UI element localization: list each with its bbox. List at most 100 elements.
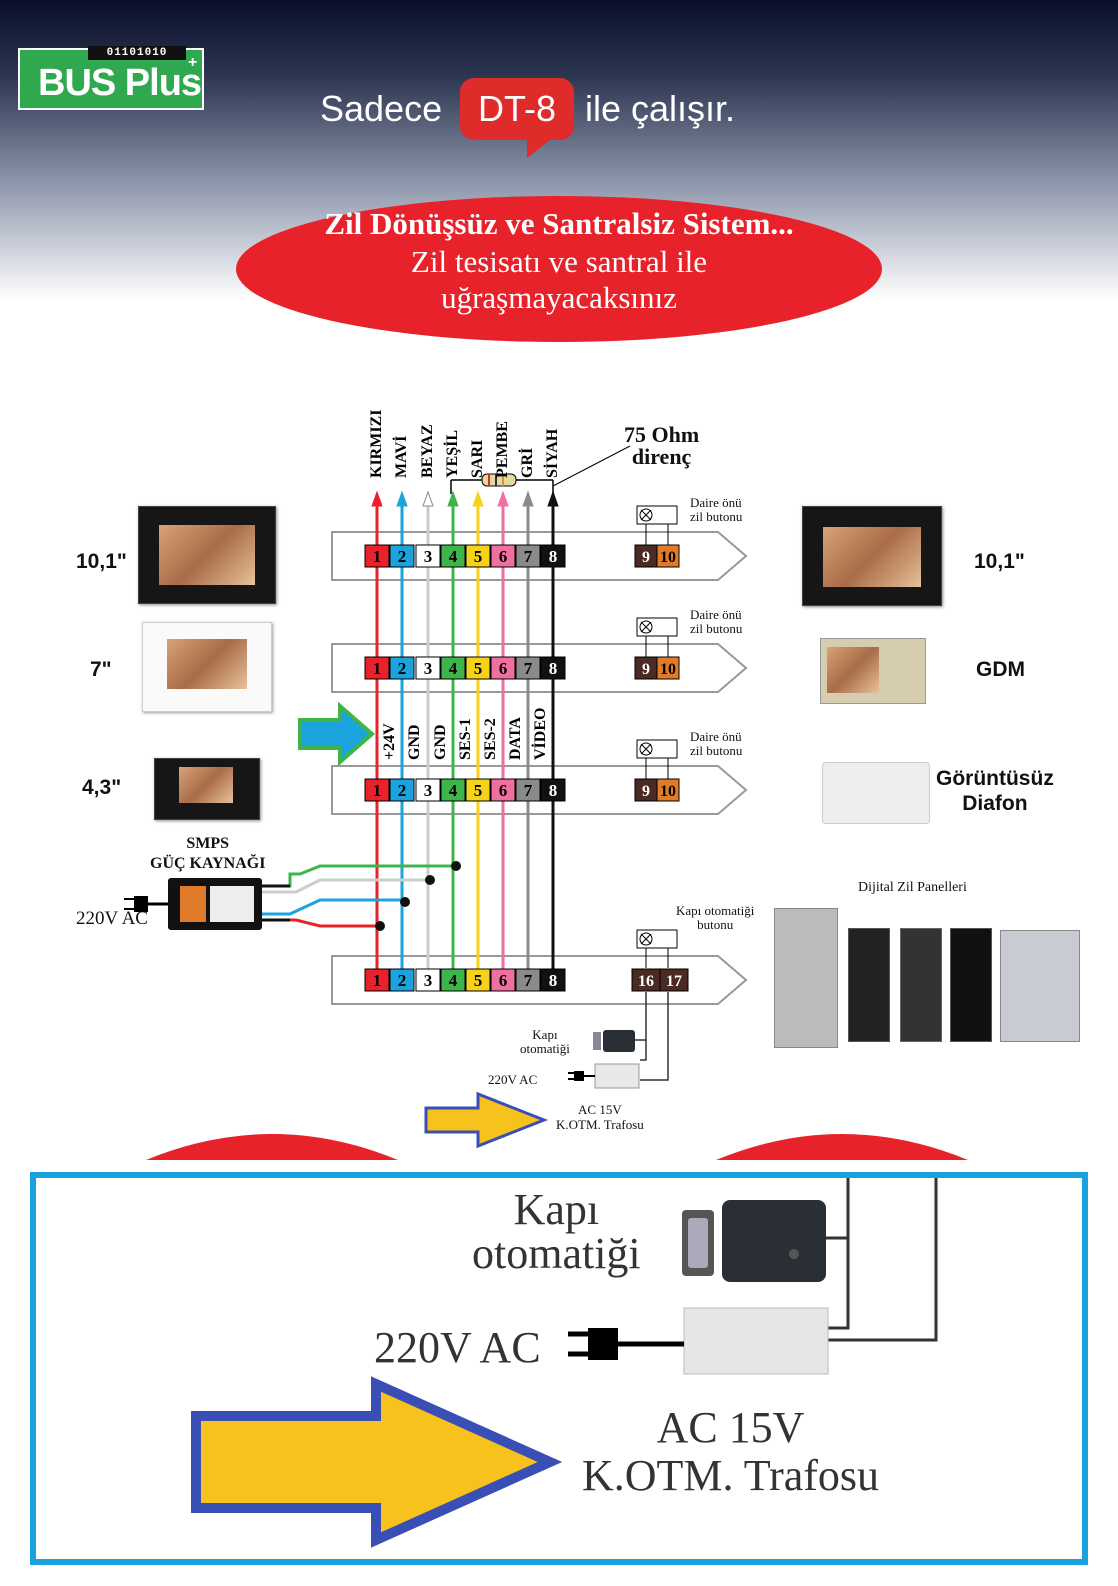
- terminal-label-3-7: 7: [524, 781, 533, 800]
- terminal-1-8: [540, 544, 566, 568]
- signal-name-2: GND: [406, 724, 423, 760]
- device-size-10: 10,1": [76, 550, 127, 573]
- terminal-3-1: [364, 778, 390, 802]
- zoom-trafo-label: AC 15V K.OTM. Trafosu: [582, 1404, 879, 1500]
- monitor-4: [154, 758, 260, 820]
- terminal-4-7: [515, 968, 541, 992]
- bell-switch-2: [636, 617, 678, 657]
- monitor-7: [142, 622, 272, 712]
- plug-body: [588, 1328, 618, 1360]
- terminal-2-6: [490, 656, 516, 680]
- resistor: [450, 445, 631, 494]
- lock-ac-small: 220V AC: [488, 1072, 538, 1087]
- psu-label: SMPS GÜÇ KAYNAĞI: [150, 834, 265, 874]
- bell-terminal-label-1-10: 10: [660, 549, 676, 566]
- signal-name-6: DATA: [507, 717, 524, 760]
- panel-3: [900, 928, 942, 1042]
- monitor-10-left: [138, 506, 276, 604]
- bell-terminal-label-2-10: 10: [660, 661, 676, 678]
- terminal-4-8: [540, 968, 566, 992]
- terminal-label-1-1: 1: [373, 547, 382, 566]
- wire-arrow-3: [422, 490, 434, 507]
- resistor-label: 75 Ohm direnç: [624, 424, 699, 468]
- wire-arrow-2: [396, 490, 408, 507]
- terminal-3-7: [515, 778, 541, 802]
- bell-terminal-label-2-9: 9: [642, 661, 650, 678]
- panel-4: [950, 928, 992, 1042]
- terminal-label-4-4: 4: [449, 971, 458, 990]
- terminal-3-6: [490, 778, 516, 802]
- terminal-1-3: [415, 544, 441, 568]
- wire-name-7: GRİ: [519, 447, 536, 478]
- wire-arrow-5: [472, 490, 484, 507]
- badge-tail: [527, 136, 555, 158]
- terminal-label-2-1: 1: [373, 659, 382, 678]
- logo-text: BUS Plus: [38, 62, 202, 104]
- device-size-4: 4,3": [82, 776, 122, 799]
- wire-name-8: SİYAH: [544, 428, 561, 478]
- terminal-3-4: [440, 778, 466, 802]
- intercom-label-2: Diafon: [962, 792, 1028, 815]
- plug-icon-small: [568, 1071, 595, 1081]
- terminal-label-3-3: 3: [424, 781, 433, 800]
- signal-name-5: SES-2: [482, 718, 499, 760]
- terminal-label-2-6: 6: [499, 659, 508, 678]
- green-arrow: [298, 701, 376, 767]
- yellow-arrow-small: [424, 1091, 549, 1149]
- terminal-3-2: [389, 778, 415, 802]
- logo-plus: +: [188, 54, 198, 71]
- intercom-label-1: Görüntüsüz: [936, 767, 1054, 790]
- bell-terminal-label-3-10: 10: [660, 783, 676, 800]
- panel-2: [848, 928, 890, 1042]
- terminal-label-1-5: 5: [474, 547, 483, 566]
- terminal-4-4: [440, 968, 466, 992]
- terminal-2-1: [364, 656, 390, 680]
- resistor-line2: direnç: [631, 444, 692, 469]
- terminal-1-5: [465, 544, 491, 568]
- gdm-device: [820, 638, 926, 704]
- resistor-line1: 75 Ohm: [624, 422, 700, 447]
- bell-switch-3: [636, 739, 678, 779]
- zoom-trafo-line2: K.OTM. Trafosu: [582, 1451, 880, 1500]
- terminal-label-3-6: 6: [499, 781, 508, 800]
- device-size-10-right: 10,1": [974, 550, 1025, 573]
- device-size-7: 7": [90, 658, 112, 681]
- terminal-label-2-8: 8: [549, 659, 558, 678]
- terminal-label-3-5: 5: [474, 781, 483, 800]
- bell-terminal-1-10: [656, 544, 680, 568]
- door-terminal-label-16: 16: [638, 973, 654, 990]
- plug-icon-psu: [124, 896, 168, 912]
- psu-ac-label: 220V AC: [76, 908, 148, 929]
- gdm-label: GDM: [976, 658, 1025, 681]
- signal-name-4: SES-1: [457, 718, 474, 760]
- wire-name-4: YEŞİL: [444, 429, 461, 478]
- panel-1: [774, 908, 838, 1048]
- signal-name-7: VİDEO: [532, 707, 549, 760]
- monitor-10-right: [802, 506, 942, 606]
- terminal-label-2-2: 2: [398, 659, 407, 678]
- terminal-label-1-4: 4: [449, 547, 458, 566]
- red-arc-right: [716, 1134, 968, 1160]
- terminal-label-4-5: 5: [474, 971, 483, 990]
- terminal-1-2: [389, 544, 415, 568]
- zoom-diagram: [191, 1178, 938, 1548]
- psu-line1: SMPS: [186, 835, 230, 852]
- terminal-4-3: [415, 968, 441, 992]
- zoom-lock-label: Kapı otomatiği: [472, 1188, 641, 1276]
- psu-cables: [262, 864, 456, 928]
- intercom-label: Görüntüsüz Diafon: [936, 766, 1054, 816]
- terminal-3-5: [465, 778, 491, 802]
- bell-terminal-3-10: [656, 778, 680, 802]
- bell-terminal-label-3-9: 9: [642, 783, 650, 800]
- zoom-lock-line2: otomatiği: [472, 1229, 641, 1278]
- lock-screw: [789, 1249, 799, 1259]
- terminal-label-3-2: 2: [398, 781, 407, 800]
- terminal-4-5: [465, 968, 491, 992]
- wire-name-3: BEYAZ: [419, 424, 436, 478]
- wire-group: [371, 490, 559, 990]
